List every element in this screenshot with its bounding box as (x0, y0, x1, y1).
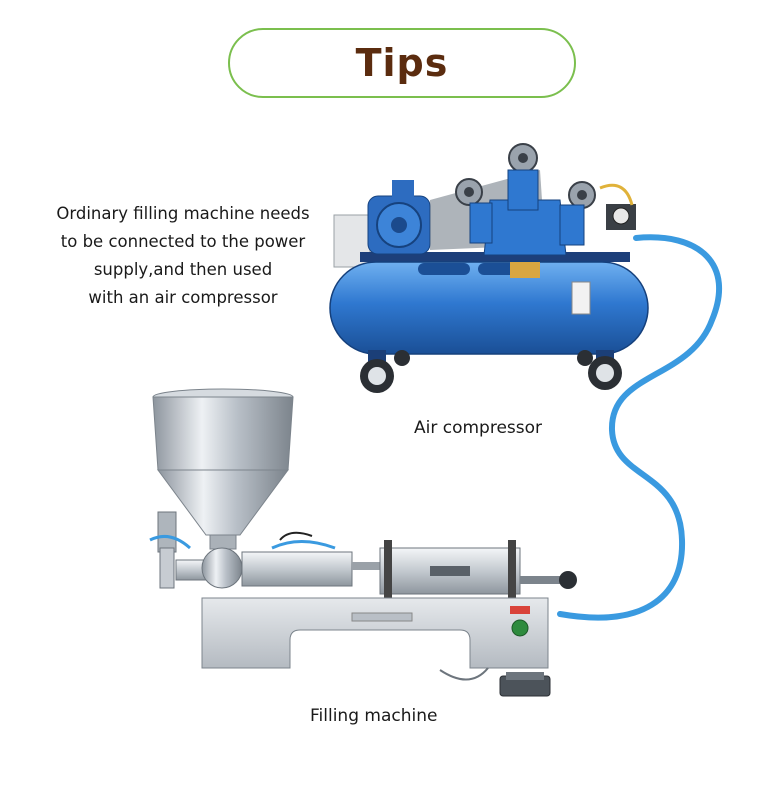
note-line-2: to be connected to the power (60, 232, 306, 251)
note-line-3: supply,and then used (93, 260, 273, 279)
filling-machine-caption: Filling machine (310, 706, 438, 726)
note-line-1: Ordinary filling machine needs (56, 204, 310, 223)
note-line-4: with an air compressor (88, 288, 278, 307)
air-compressor (329, 143, 649, 393)
tips-title-pill: Tips (228, 28, 576, 98)
air-hose (557, 234, 723, 621)
filling-machine (149, 388, 577, 697)
page-title: Tips (355, 41, 449, 85)
air-compressor-caption: Air compressor (414, 418, 543, 438)
instruction-note: Ordinary filling machine needs to be con… (28, 200, 338, 312)
